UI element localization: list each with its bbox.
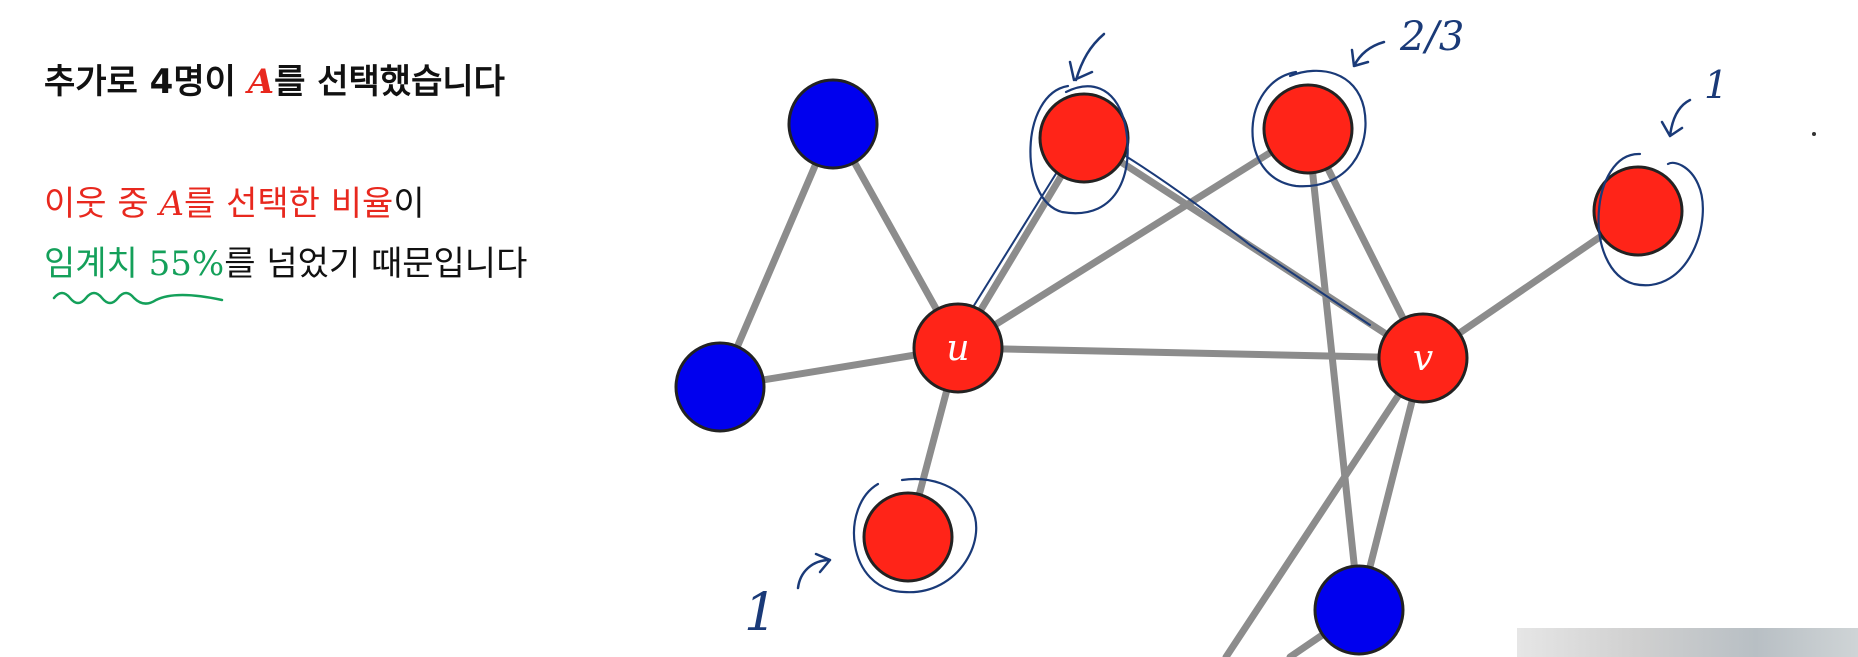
title-suffix: 를 선택했습니다 <box>274 62 505 102</box>
annotation-arrows <box>796 40 1692 590</box>
explanation-line-2: 임계치 55%를 넘었기 때문입니다 <box>44 236 527 285</box>
node-v <box>1377 312 1469 404</box>
title-variable: A <box>247 62 275 102</box>
neighbor-ratio-prefix: 이웃 중 <box>44 184 160 224</box>
edge <box>1222 354 1427 657</box>
fraction-annotation: 2/3 <box>1399 14 1464 60</box>
neighbor-ratio-variable: A <box>159 184 185 224</box>
edge <box>954 125 1312 352</box>
neighbor-ratio-suffix: 를 선택한 비율 <box>184 184 394 224</box>
ink-dot <box>1812 132 1816 136</box>
node-v-label: v <box>1413 338 1433 379</box>
node-red <box>1262 83 1354 175</box>
node-red <box>1038 92 1130 184</box>
edge <box>716 120 837 391</box>
hand-circle <box>852 477 978 594</box>
node-u-label: u <box>946 328 969 369</box>
hand-circle <box>1029 84 1129 215</box>
node-red <box>1592 165 1684 257</box>
one-annotation-right: 1 <box>1704 63 1728 107</box>
arrow-icon <box>1660 98 1692 138</box>
arrow-icon <box>1350 40 1386 68</box>
edge <box>954 344 1427 362</box>
node-red <box>862 491 954 583</box>
threshold-value: 55% <box>148 244 225 284</box>
line1-particle: 이 <box>393 184 425 224</box>
graph-edges <box>716 120 1642 657</box>
presenter-video-thumbnail <box>1517 628 1858 657</box>
slide-title: 추가로 4명이 A를 선택했습니다 <box>44 54 505 103</box>
edge <box>1304 125 1363 614</box>
node-blue <box>1313 564 1405 656</box>
ink-line-v-edge <box>1123 154 1371 326</box>
hand-circles <box>852 69 1704 594</box>
explanation-line-1: 이웃 중 A를 선택한 비율이 <box>44 176 425 225</box>
arrow-icon <box>796 552 832 590</box>
one-annotation-left: 1 <box>744 583 777 643</box>
node-blue <box>674 341 766 433</box>
hand-circle <box>1251 69 1367 188</box>
graph-nodes <box>674 78 1684 656</box>
hand-circle <box>1597 152 1704 287</box>
line2-rest: 를 넘었기 때문입니다 <box>224 244 528 284</box>
title-prefix: 추가로 4명이 <box>44 62 248 102</box>
node-u <box>912 302 1004 394</box>
threshold-underline-squiggle <box>52 291 224 305</box>
threshold-word: 임계치 <box>44 244 149 284</box>
node-blue <box>787 78 879 170</box>
check-mark-icon <box>1068 32 1106 82</box>
